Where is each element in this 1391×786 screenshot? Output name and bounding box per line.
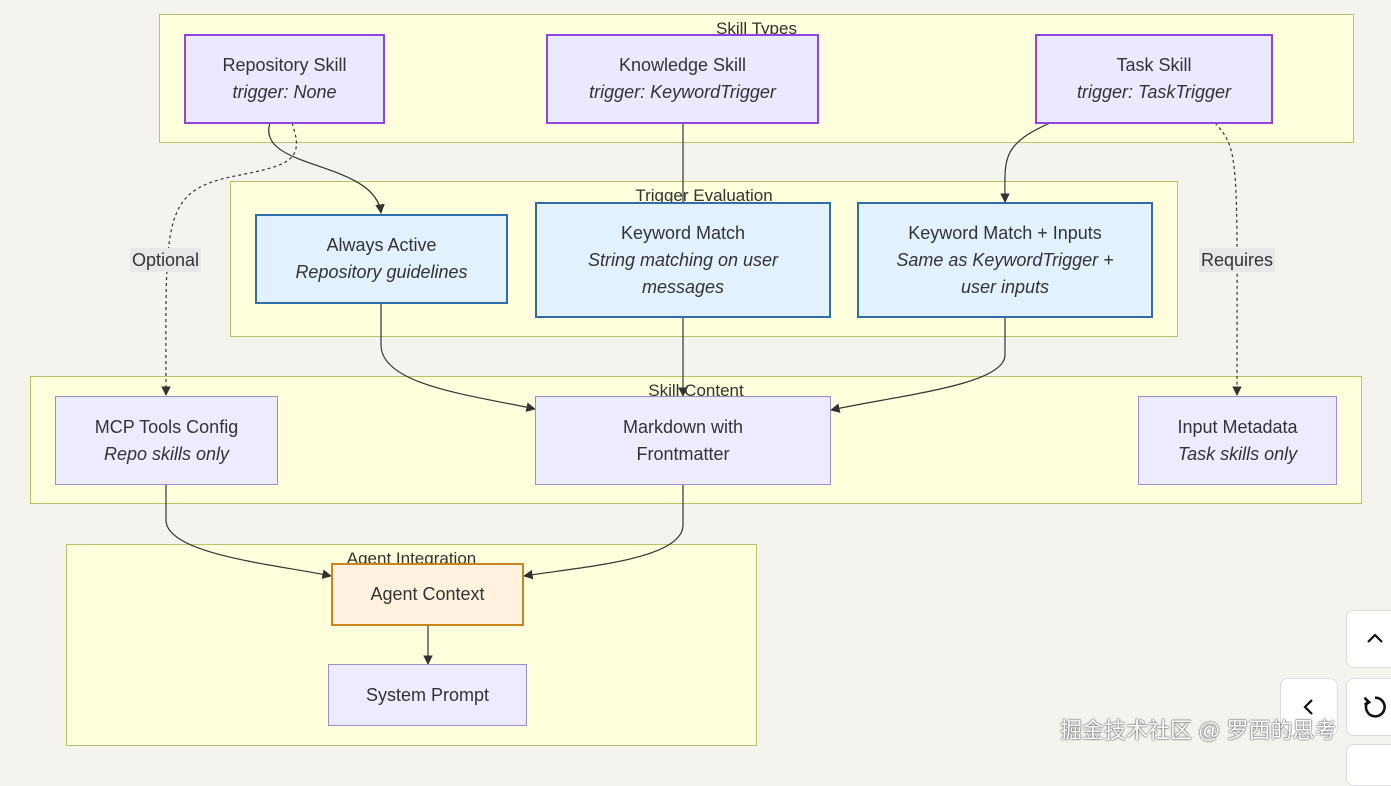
node-subtitle: Repo skills only bbox=[103, 443, 230, 464]
node-mcp-tools-config[interactable]: MCP Tools Config Repo skills only bbox=[55, 396, 278, 485]
node-subtitle: trigger: TaskTrigger bbox=[1076, 82, 1232, 102]
scroll-left-button[interactable] bbox=[1280, 678, 1338, 736]
node-repository-skill[interactable]: Repository Skill trigger: None bbox=[184, 34, 385, 124]
edge-always-active-to-markdown bbox=[380, 304, 536, 412]
node-title: Markdown with Frontmatter bbox=[622, 416, 744, 464]
node-agent-context[interactable]: Agent Context bbox=[331, 563, 524, 626]
node-title: System Prompt bbox=[365, 684, 490, 705]
cluster-title-skill-content: Skill Content bbox=[648, 381, 744, 400]
reset-icon bbox=[1363, 696, 1386, 718]
scroll-up-button[interactable] bbox=[1346, 610, 1391, 668]
node-markdown-frontmatter[interactable]: Markdown with Frontmatter bbox=[535, 396, 831, 485]
edge-label-optional: Optional bbox=[130, 248, 202, 272]
cluster-title-trigger-evaluation: Trigger Evaluation bbox=[635, 186, 773, 205]
node-keyword-match-inputs[interactable]: Keyword Match + Inputs Same as KeywordTr… bbox=[857, 202, 1153, 318]
edge-label-requires: Requires bbox=[1199, 248, 1276, 272]
node-subtitle: String matching on user messages bbox=[587, 249, 779, 297]
node-title: Knowledge Skill bbox=[618, 55, 747, 75]
edge-task-to-keyword-inputs bbox=[1000, 122, 1051, 203]
chevron-left-icon bbox=[1303, 699, 1313, 715]
node-title: Input Metadata bbox=[1177, 416, 1298, 437]
node-title: Task Skill bbox=[1116, 55, 1192, 75]
node-title: Keyword Match + Inputs bbox=[908, 222, 1102, 243]
edge-keyword-inputs-to-markdown bbox=[830, 318, 1006, 413]
node-title: Repository Skill bbox=[222, 55, 347, 75]
cluster-title-skill-types: Skill Types bbox=[716, 19, 797, 38]
scroll-down-button[interactable] bbox=[1346, 744, 1391, 786]
node-subtitle: trigger: KeywordTrigger bbox=[589, 82, 776, 102]
node-keyword-match[interactable]: Keyword Match String matching on user me… bbox=[535, 202, 831, 318]
node-title: Agent Context bbox=[370, 584, 485, 604]
node-subtitle: Task skills only bbox=[1177, 443, 1298, 464]
node-subtitle: Same as KeywordTrigger + user inputs bbox=[896, 249, 1114, 297]
edge-mcp-tools-to-agent-context bbox=[165, 485, 332, 579]
node-title: MCP Tools Config bbox=[94, 416, 239, 437]
edge-repository-to-mcp-tools bbox=[161, 122, 297, 396]
node-title: Keyword Match bbox=[620, 222, 746, 243]
node-subtitle: trigger: None bbox=[232, 82, 337, 102]
node-system-prompt[interactable]: System Prompt bbox=[328, 664, 527, 726]
edge-markdown-to-agent-context bbox=[523, 485, 684, 580]
node-task-skill[interactable]: Task Skill trigger: TaskTrigger bbox=[1035, 34, 1273, 124]
edge-repository-to-always-active bbox=[268, 122, 385, 214]
node-input-metadata[interactable]: Input Metadata Task skills only bbox=[1138, 396, 1337, 485]
node-knowledge-skill[interactable]: Knowledge Skill trigger: KeywordTrigger bbox=[546, 34, 819, 124]
reset-view-button[interactable] bbox=[1346, 678, 1391, 736]
chevron-up-icon bbox=[1367, 633, 1383, 643]
node-title: Always Active bbox=[326, 235, 437, 255]
watermark: 掘金技术社区 @ 罗西的思考 bbox=[1060, 718, 1337, 743]
edge-task-to-input-metadata bbox=[1214, 122, 1242, 396]
node-subtitle: Repository guidelines bbox=[295, 262, 468, 282]
node-always-active[interactable]: Always Active Repository guidelines bbox=[255, 214, 508, 304]
edges-layer bbox=[161, 122, 1242, 665]
